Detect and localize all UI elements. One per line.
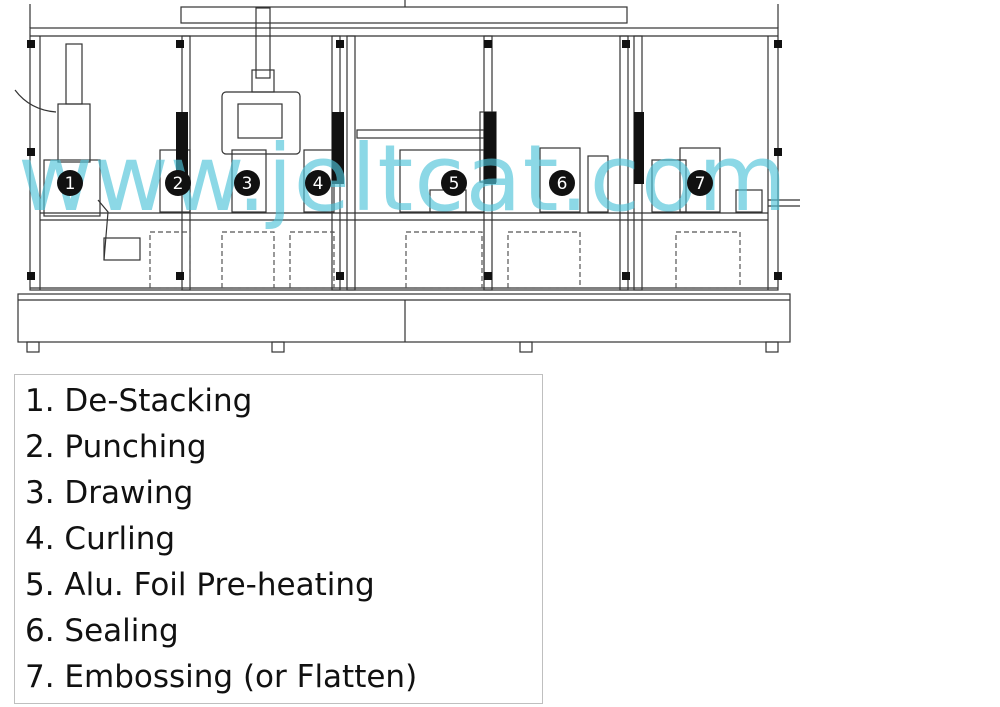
- station-number: 4: [313, 174, 324, 194]
- machine-drawing: www.jeltcat.com 1 2 3 4 5 6 7: [14, 0, 800, 353]
- legend-item: 4. Curling: [25, 521, 176, 557]
- station-marker: 1: [57, 170, 83, 196]
- station-marker: 6: [549, 170, 575, 196]
- legend-box: 1. De-Stacking 2. Punching 3. Drawing 4.…: [14, 374, 543, 704]
- legend-item: 3. Drawing: [25, 475, 194, 511]
- station-marker: 4: [305, 170, 331, 196]
- station-marker: 3: [234, 170, 260, 196]
- legend-item: 2. Punching: [25, 429, 207, 465]
- legend-item: 6. Sealing: [25, 613, 179, 649]
- watermark: www.jeltcat.com: [18, 125, 788, 232]
- station-number: 5: [449, 174, 460, 194]
- station-number: 7: [695, 174, 706, 194]
- station-marker: 7: [687, 170, 713, 196]
- machine-frame: [14, 0, 800, 353]
- frame-clamps: [27, 40, 782, 280]
- station-number: 3: [242, 174, 253, 194]
- station-number: 1: [65, 174, 76, 194]
- station-number: 6: [557, 174, 568, 194]
- station-number: 2: [173, 174, 184, 194]
- station-marker: 2: [165, 170, 191, 196]
- legend-item: 5. Alu. Foil Pre-heating: [25, 567, 375, 603]
- station-marker: 5: [441, 170, 467, 196]
- legend-item: 7. Embossing (or Flatten): [25, 659, 418, 695]
- legend-item: 1. De-Stacking: [25, 383, 253, 419]
